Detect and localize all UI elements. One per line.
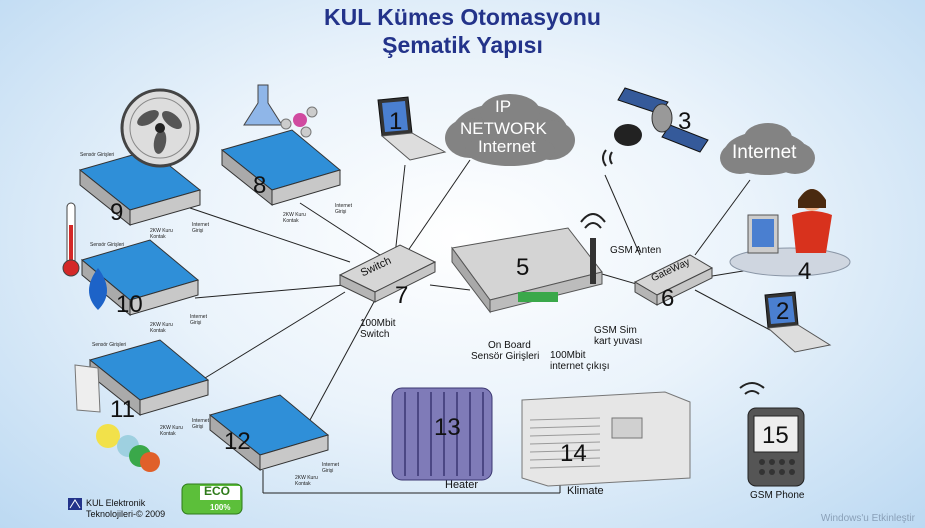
number-15: 15 — [762, 422, 789, 449]
panel-9-internet-line1: Internet — [192, 222, 209, 228]
number-4: 4 — [798, 258, 812, 285]
control-panel-11 — [88, 339, 210, 417]
panel-11-internet-line2: Girişi — [192, 424, 204, 430]
gsm-phone-icon — [739, 382, 805, 487]
panel-9-contact-line2: Kontak — [150, 234, 166, 240]
panel-8-internet-line2: Girişi — [335, 209, 347, 215]
eco-badge-text: ECO — [204, 484, 231, 498]
onboard-sensor-label-line1: On Board — [488, 340, 531, 351]
panel-11-sensor-label: Sensör Girişleri — [92, 342, 127, 348]
ip-network-cloud-line2: NETWORK — [460, 119, 547, 138]
control-panel-8 — [220, 129, 342, 207]
number-14: 14 — [560, 440, 587, 467]
lab-flask-icon — [243, 84, 318, 138]
network-switch-icon — [338, 244, 437, 303]
panel-8-contact-line1: 2KW Kuru — [283, 212, 306, 218]
panel-8-internet-line1: Internet — [335, 203, 352, 209]
switch-caption-line2: Switch — [360, 329, 390, 340]
laptop-1-icon — [377, 96, 447, 161]
panel-9-internet-line2: Girişi — [192, 228, 204, 234]
gsm-phone-label: GSM Phone — [750, 490, 805, 501]
ip-network-cloud-line3: Internet — [478, 137, 536, 156]
control-panel-12 — [208, 394, 330, 472]
number-7: 7 — [395, 282, 409, 309]
internet-cloud-icon — [720, 123, 815, 175]
panel-10-internet-line2: Girişi — [190, 320, 202, 326]
main-controller-icon — [451, 213, 606, 314]
fan-icon — [120, 88, 200, 168]
panel-11-contact-line1: 2KW Kuru — [160, 425, 183, 431]
panel-12-internet-line2: Girişi — [322, 468, 334, 474]
operator-desk-icon — [729, 189, 851, 277]
connection-lines — [189, 159, 781, 494]
number-5: 5 — [516, 254, 530, 281]
air-conditioner-icon — [521, 391, 691, 487]
panel-10-contact-line2: Kontak — [150, 328, 166, 334]
light-bulbs-icon — [96, 424, 160, 472]
satellite-icon — [602, 87, 709, 167]
heater-label: Heater — [445, 479, 479, 491]
number-8: 8 — [253, 172, 267, 199]
eco-badge-icon — [181, 483, 243, 515]
ip-network-cloud-line1: IP — [495, 97, 512, 116]
panel-8-contact-line2: Kontak — [283, 218, 299, 224]
number-1: 1 — [389, 108, 403, 135]
gateway-icon — [633, 254, 714, 306]
number-9: 9 — [110, 199, 124, 226]
windows-activation-watermark: Windows'u Etkinleştir — [820, 513, 915, 524]
panel-10-internet-line1: Internet — [190, 314, 207, 320]
number-10: 10 — [116, 291, 143, 318]
control-panel-9 — [78, 149, 202, 227]
klimate-label: Klimate — [567, 485, 604, 497]
kul-logo-icon — [68, 498, 82, 510]
switch-caption-line1: 100Mbit — [360, 318, 396, 329]
panel-12-internet-line1: Internet — [322, 462, 339, 468]
number-13: 13 — [434, 414, 461, 441]
diagram-title-line1: KUL Kümes Otomasyonu — [324, 4, 601, 30]
panel-11-internet-line1: Internet — [192, 418, 209, 424]
number-6: 6 — [661, 285, 675, 312]
panel-9-contact-line1: 2KW Kuru — [150, 228, 173, 234]
footer-company-line1: KUL Elektronik — [86, 498, 146, 508]
laptop-2-icon — [764, 291, 832, 353]
panel-12-contact-line2: Kontak — [295, 481, 311, 487]
gsm-sim-label-line1: GSM Sim — [594, 325, 637, 336]
internet-output-label-line2: internet çıkışı — [550, 361, 610, 372]
panel-12-contact-line1: 2KW Kuru — [295, 475, 318, 481]
onboard-sensor-label-line2: Sensör Girişleri — [471, 351, 540, 362]
panel-10-sensor-label: Sensör Girişleri — [90, 242, 125, 248]
number-3: 3 — [678, 108, 692, 135]
diagram-title-line2: Şematik Yapısı — [382, 32, 543, 58]
number-12: 12 — [224, 428, 251, 455]
footer-company-line2: Teknolojileri-© 2009 — [86, 509, 166, 519]
internet-cloud-label: Internet — [732, 142, 797, 163]
panel-9-sensor-label: Sensör Girişleri — [80, 152, 115, 158]
water-drop-icon — [89, 268, 107, 310]
panel-10-contact-line1: 2KW Kuru — [150, 322, 173, 328]
wall-sensor-icon — [74, 364, 101, 413]
number-2: 2 — [776, 298, 790, 325]
panel-11-contact-line2: Kontak — [160, 431, 176, 437]
thermometer-icon — [62, 202, 80, 277]
gsm-sim-label-line2: kart yuvası — [594, 336, 643, 347]
heater-icon — [391, 387, 493, 481]
eco-badge-percent: 100% — [210, 503, 231, 512]
internet-output-label-line1: 100Mbit — [550, 350, 586, 361]
number-11: 11 — [110, 396, 135, 423]
ip-network-cloud-icon — [445, 94, 575, 166]
gsm-anten-label: GSM Anten — [610, 245, 662, 256]
